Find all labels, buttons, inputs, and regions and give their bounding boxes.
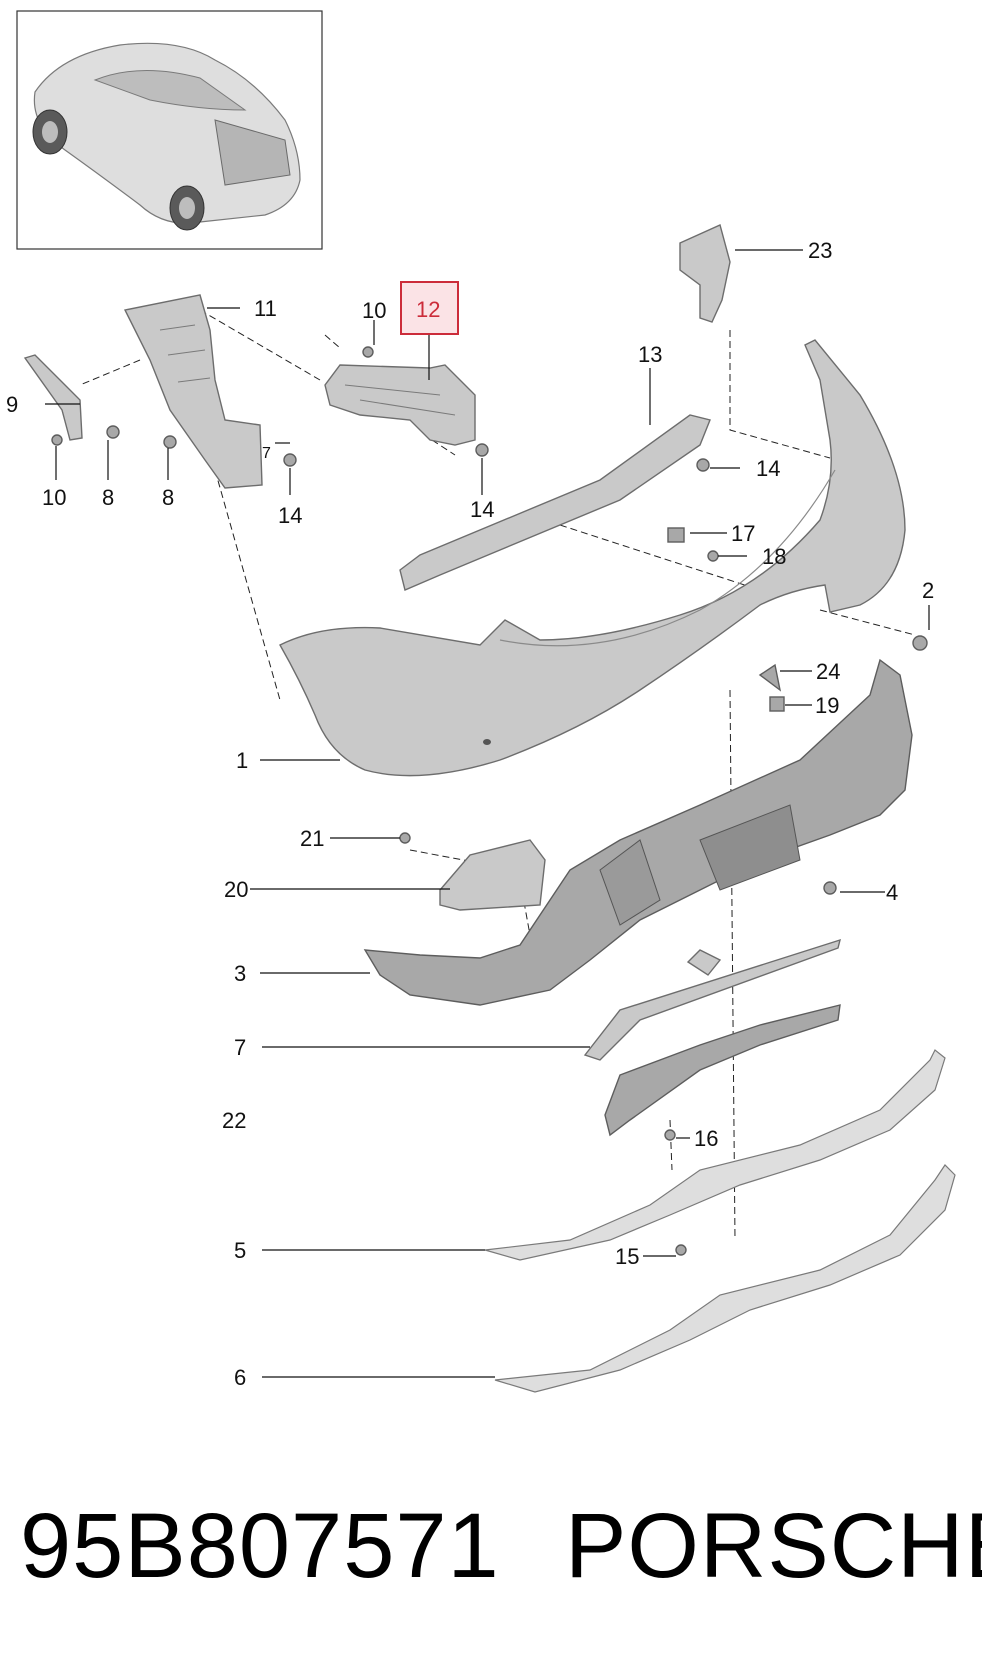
callout-11: 11 bbox=[254, 296, 277, 321]
callout-14-left: 14 bbox=[278, 503, 302, 528]
callout-7: 7 bbox=[234, 1035, 246, 1060]
callout-14-middle: 14 bbox=[470, 497, 494, 522]
callout-12-highlighted: 12 bbox=[416, 297, 440, 322]
callout-24: 24 bbox=[816, 659, 840, 684]
callout-13: 13 bbox=[638, 342, 662, 367]
callout-labels: 1 2 3 4 5 6 7 7 8 8 9 10 10 11 12 13 14 … bbox=[6, 238, 934, 1390]
callout-15: 15 bbox=[615, 1244, 639, 1269]
part-6-diffuser-panel bbox=[494, 1164, 956, 1393]
part-23-corner-trim bbox=[679, 224, 731, 323]
part-number: 95B807571 bbox=[20, 1495, 500, 1597]
callout-23: 23 bbox=[808, 238, 832, 263]
vehicle-thumbnail bbox=[16, 10, 323, 250]
part-9-bracket bbox=[23, 354, 83, 441]
callout-19: 19 bbox=[815, 693, 839, 718]
callout-20: 20 bbox=[224, 877, 248, 902]
callout-8-right: 8 bbox=[162, 485, 174, 510]
callout-21: 21 bbox=[300, 826, 324, 851]
highlight-box bbox=[400, 281, 459, 335]
callout-10-left: 10 bbox=[42, 485, 66, 510]
part-11-side-guide bbox=[123, 294, 263, 489]
part-13-reinforcement bbox=[399, 414, 711, 591]
callout-5: 5 bbox=[234, 1238, 246, 1263]
callout-22: 22 bbox=[222, 1108, 246, 1133]
callout-17: 17 bbox=[731, 521, 755, 546]
leader-lines bbox=[45, 249, 930, 1378]
callout-9: 9 bbox=[6, 392, 18, 417]
callout-10-top: 10 bbox=[362, 298, 386, 323]
brand-name: PORSCHE bbox=[565, 1495, 982, 1597]
callout-3: 3 bbox=[234, 961, 246, 986]
part-1-bumper-cover bbox=[279, 339, 906, 777]
fasteners bbox=[51, 346, 928, 1256]
part-5-diffuser-panel bbox=[484, 1049, 946, 1261]
part-3-diffuser-carrier bbox=[363, 658, 913, 1006]
callout-2: 2 bbox=[922, 578, 934, 603]
callout-4: 4 bbox=[886, 880, 898, 905]
part-7-trim-strip bbox=[583, 938, 841, 1061]
callout-6: 6 bbox=[234, 1365, 246, 1390]
callout-18: 18 bbox=[762, 544, 786, 569]
callout-16: 16 bbox=[694, 1126, 718, 1151]
callout-1: 1 bbox=[236, 748, 248, 773]
part-12-guide-bracket bbox=[324, 364, 476, 446]
part-22-diffuser-frame bbox=[604, 1004, 841, 1137]
callout-8-left: 8 bbox=[102, 485, 114, 510]
part-20-bracket bbox=[439, 839, 546, 911]
callout-14-right: 14 bbox=[756, 456, 780, 481]
callout-7-small: 7 bbox=[262, 445, 271, 462]
